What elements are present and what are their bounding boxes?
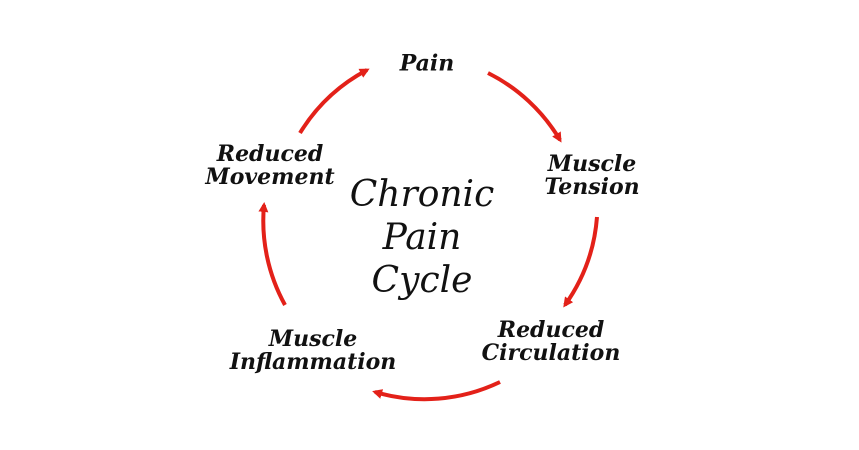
node-label: Inflammation: [229, 349, 397, 375]
node-label: Pain: [399, 50, 455, 77]
node-label: Circulation: [481, 340, 621, 366]
node-reduced-circulation: Reduced Circulation: [481, 316, 621, 366]
arrow-muscle-tension-to-reduced-circulation: [563, 216, 599, 308]
node-label: Reduced: [497, 316, 605, 343]
title-line: Cycle: [371, 260, 473, 302]
arrow-reduced-circulation-to-muscle-inflammation: [372, 380, 501, 402]
node-reduced-movement: Reduced Movement: [205, 140, 335, 190]
node-label: Muscle: [268, 325, 358, 352]
node-pain: Pain: [400, 52, 455, 75]
node-label: Reduced: [216, 140, 324, 167]
node-label: Tension: [544, 174, 640, 200]
title-line: Pain: [382, 217, 462, 259]
arrow-reduced-movement-to-pain: [298, 68, 370, 135]
node-label: Movement: [205, 164, 335, 190]
node-muscle-inflammation: Muscle Inflammation: [229, 325, 397, 375]
title-line: Chronic: [349, 174, 495, 216]
node-label: Muscle: [547, 150, 637, 177]
arrow-muscle-inflammation-to-reduced-movement: [258, 202, 287, 306]
diagram-title: Chronic Pain Cycle: [350, 173, 494, 303]
node-muscle-tension: Muscle Tension: [544, 150, 640, 200]
arrow-pain-to-muscle-tension: [487, 71, 562, 143]
